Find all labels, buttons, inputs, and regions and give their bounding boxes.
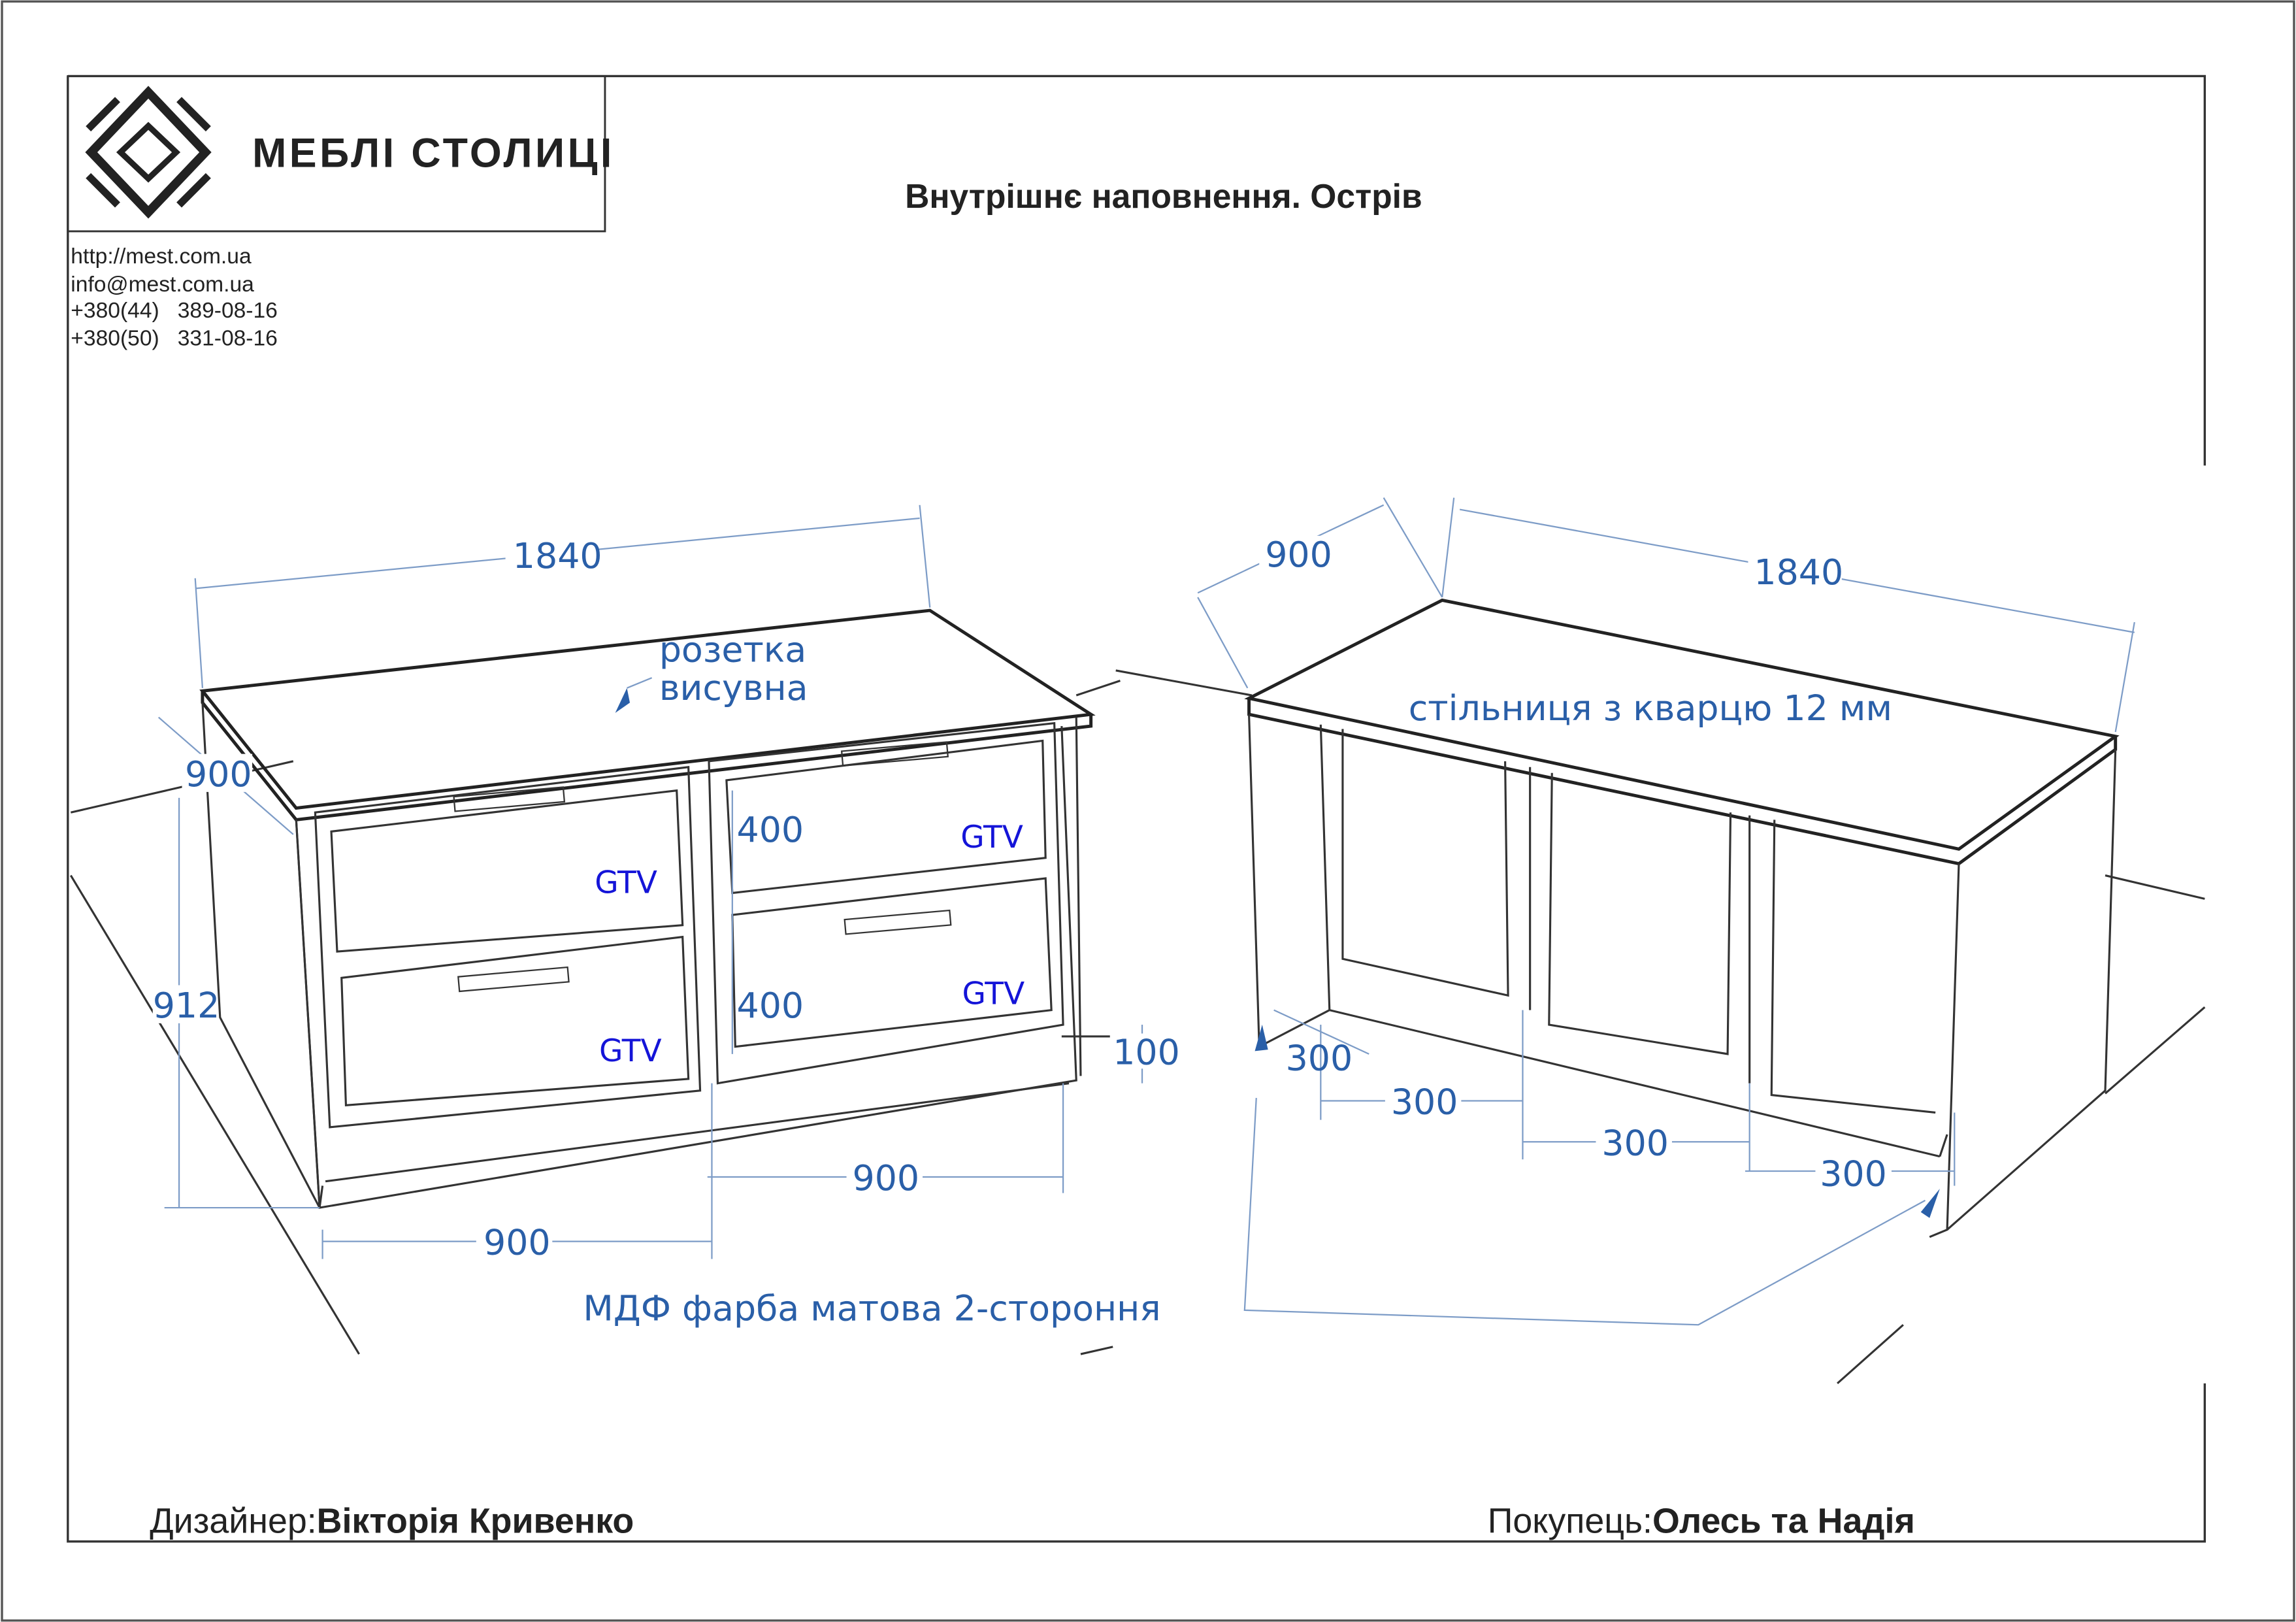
email-link[interactable]: info@mest.com.ua xyxy=(71,273,254,297)
frame-border xyxy=(67,74,2206,1543)
website-link[interactable]: http://mest.com.ua xyxy=(71,244,252,269)
dim-left-height: 912 xyxy=(153,985,220,1026)
phone-1: +380(44) 389-08-16 xyxy=(71,299,278,323)
gtv-label: GTV xyxy=(962,976,1025,1012)
gtv-label: GTV xyxy=(595,865,657,901)
phone-2: +380(50) 331-08-16 xyxy=(71,327,278,351)
dim-section-3: 300 xyxy=(1601,1122,1669,1163)
dim-section-left: 900 xyxy=(484,1222,551,1263)
designer-label: Дизайнер: xyxy=(150,1501,316,1540)
logo-icon xyxy=(85,86,212,219)
material-note: МДФ фарба матова 2-стороння xyxy=(583,1288,1160,1329)
right-island-drawing xyxy=(1115,497,2206,1385)
logo-box xyxy=(67,75,606,233)
gtv-label: GTV xyxy=(960,819,1023,855)
dim-drawer-lower: 400 xyxy=(737,985,804,1026)
designer-name: Вікторія Кривенко xyxy=(317,1501,634,1540)
dim-section-1: 300 xyxy=(1286,1037,1353,1078)
socket-label-1: розетка xyxy=(659,629,806,670)
countertop-label: стільниця з кварцю 12 мм xyxy=(1409,687,1892,729)
dim-section-2: 300 xyxy=(1391,1082,1458,1123)
designer-field: Дизайнер:Вікторія Кривенко xyxy=(150,1501,634,1540)
dim-plinth: 100 xyxy=(1113,1032,1180,1073)
socket-label-2: висувна xyxy=(659,667,808,708)
dim-drawer-upper: 400 xyxy=(737,809,804,850)
dim-section-4: 300 xyxy=(1820,1153,1887,1194)
dim-left-depth: 900 xyxy=(185,753,252,795)
customer-name: Олесь та Надія xyxy=(1652,1501,1915,1540)
dim-section-right: 900 xyxy=(853,1157,920,1199)
gtv-label: GTV xyxy=(599,1033,662,1069)
left-island-drawing xyxy=(69,505,1143,1355)
logo-text: МЕБЛІ СТОЛИЦІ xyxy=(252,130,615,176)
dim-right-width: 1840 xyxy=(1754,552,1843,593)
customer-label: Покупець: xyxy=(1488,1501,1652,1540)
dim-left-width: 1840 xyxy=(513,535,602,576)
page-title: Внутрішнє наповнення. Острів xyxy=(905,177,1422,215)
customer-field: Покупець:Олесь та Надія xyxy=(1488,1501,1915,1540)
dim-right-depth: 900 xyxy=(1265,534,1332,575)
